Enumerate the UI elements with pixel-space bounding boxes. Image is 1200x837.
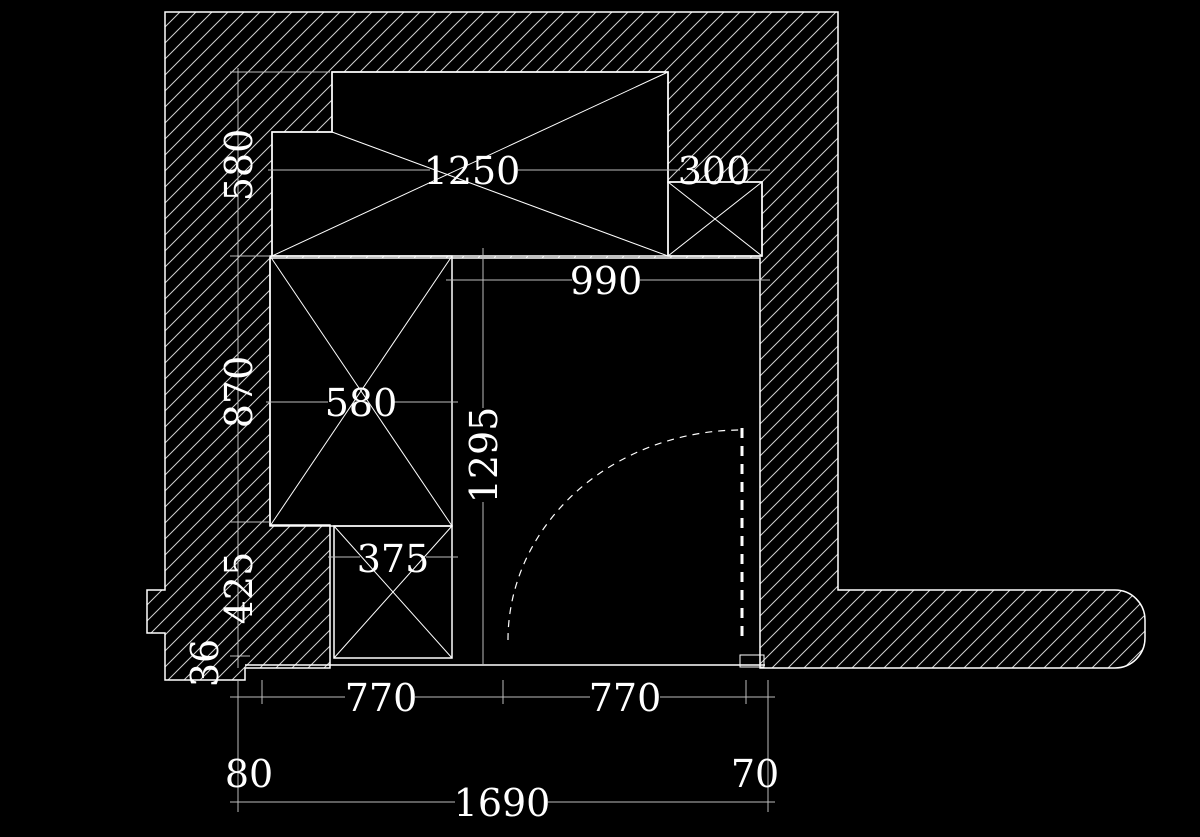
dim-left-lower: 425	[217, 552, 261, 625]
dim-total-width: 1690	[454, 781, 551, 825]
dim-edge-right: 70	[731, 752, 779, 796]
dim-opening-height: 1295	[462, 407, 506, 504]
door-swing-arc	[507, 429, 741, 641]
dim-left-middle: 870	[217, 356, 261, 429]
dimension-lines	[230, 68, 775, 812]
top-right-cabinet	[667, 181, 763, 257]
dim-right-span: 990	[570, 259, 643, 303]
dim-edge-left: 80	[225, 752, 273, 796]
dim-bottom-right: 770	[589, 676, 662, 720]
dim-left-bottom: 36	[183, 639, 227, 687]
wall-hatch	[146, 11, 1146, 681]
dim-bottom-left: 770	[345, 676, 418, 720]
dim-lower-cabinet: 375	[357, 537, 430, 581]
dim-left-upper: 580	[217, 129, 261, 202]
dim-middle-cabinet: 580	[325, 381, 398, 425]
dim-top-right-cabinet: 300	[678, 149, 751, 193]
lower-cabinet	[333, 525, 453, 659]
dim-top-cabinet: 1250	[424, 149, 521, 193]
door-jamb	[739, 654, 765, 668]
